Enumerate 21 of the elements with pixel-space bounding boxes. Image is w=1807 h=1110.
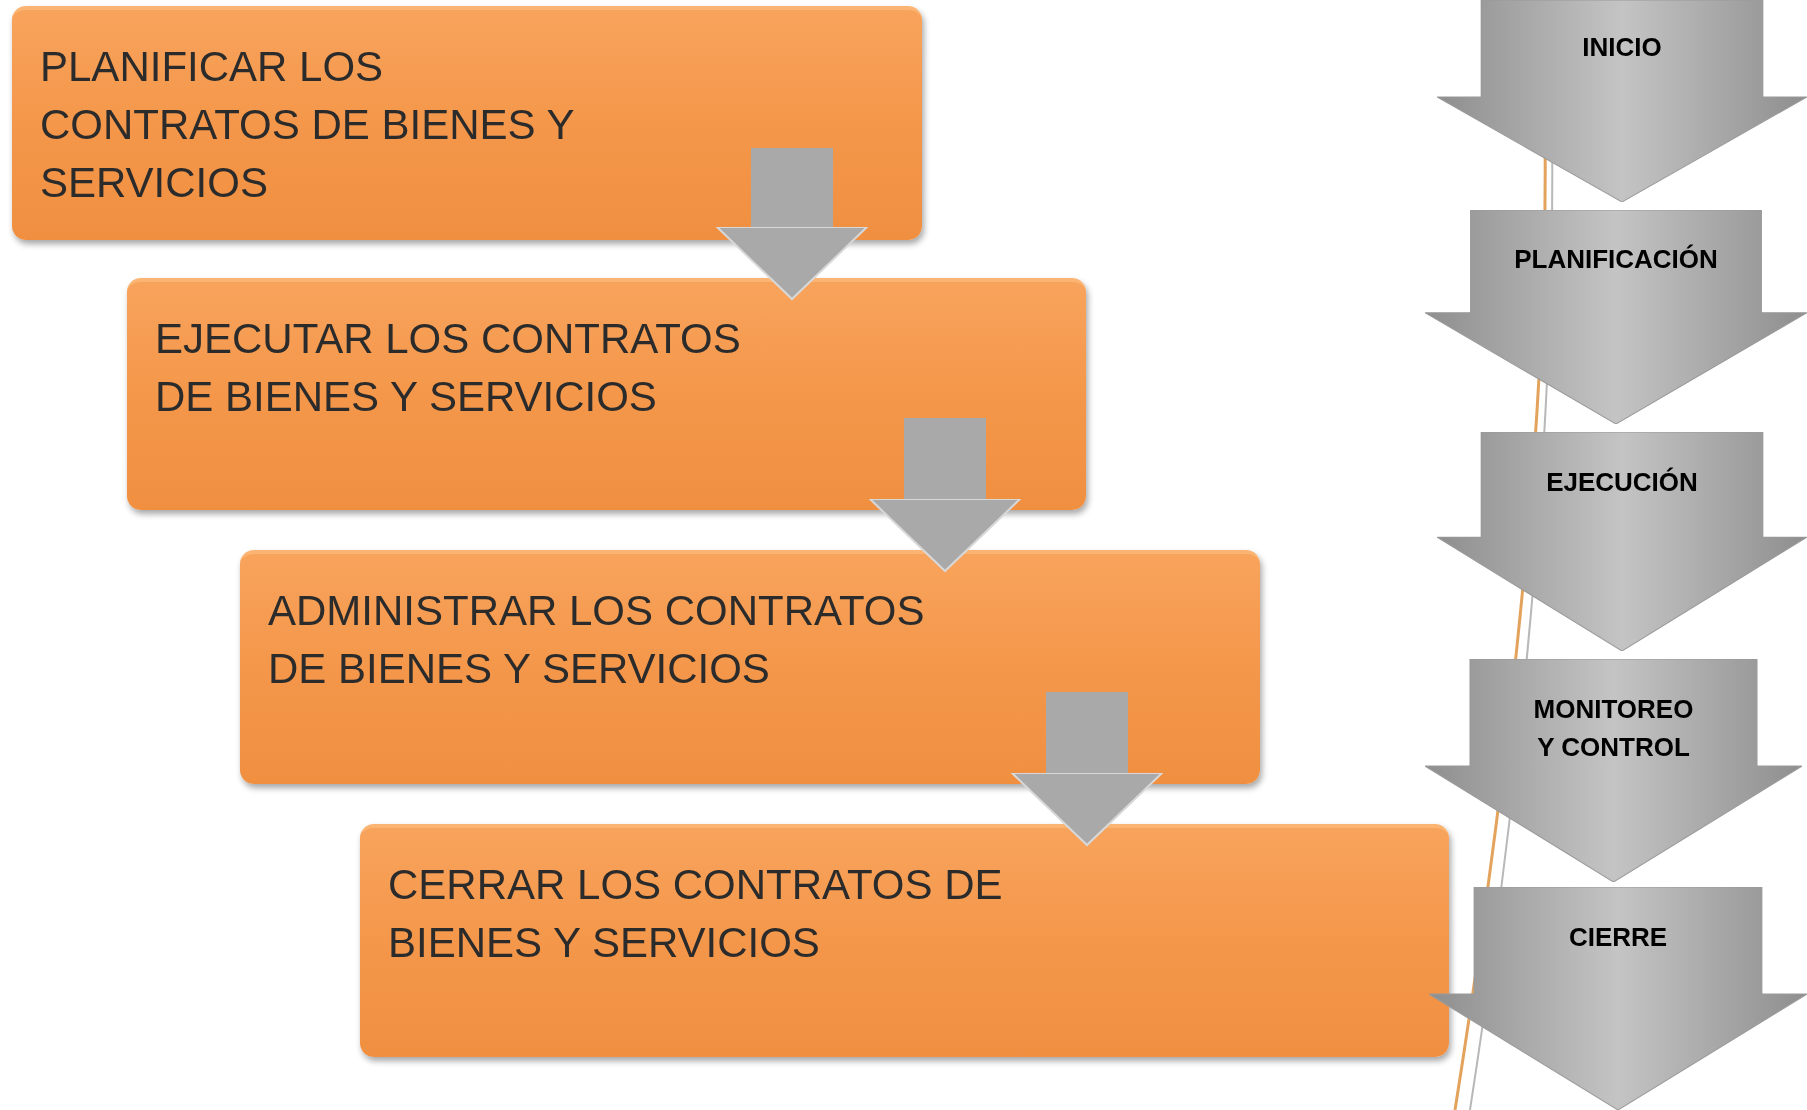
step-label: PLANIFICAR LOS CONTRATOS DE BIENES Y SERVICIOS bbox=[40, 42, 575, 208]
step-label: ADMINISTRAR LOS CONTRATOS DE BIENES Y SERVICIOS bbox=[268, 586, 926, 694]
step-label: EJECUTAR LOS CONTRATOS DE BIENES Y SERVICIOS bbox=[155, 314, 742, 422]
phase-label: PLANIFICACIÓN bbox=[1514, 242, 1718, 276]
step-label: CERRAR LOS CONTRATOS DE BIENES Y SERVICIOS bbox=[388, 860, 1004, 968]
phase-block bbox=[1437, 0, 1807, 202]
block-arrow bbox=[716, 148, 868, 300]
block-arrow bbox=[869, 418, 1021, 572]
phase-block bbox=[1425, 210, 1807, 424]
phase-label: CIERRE bbox=[1568, 921, 1668, 955]
block-arrow bbox=[1011, 692, 1163, 846]
phase-block bbox=[1437, 432, 1807, 651]
process-box bbox=[360, 824, 1449, 1057]
phase-block bbox=[1425, 659, 1802, 882]
process-box bbox=[127, 278, 1086, 510]
phase-block bbox=[1429, 887, 1807, 1110]
process-box bbox=[12, 6, 922, 240]
phase-label: INICIO bbox=[1582, 31, 1662, 65]
phase-label: EJECUCIÓN bbox=[1546, 465, 1698, 499]
phase-label: MONITOREO Y CONTROL bbox=[1532, 693, 1695, 765]
process-box bbox=[240, 550, 1260, 784]
